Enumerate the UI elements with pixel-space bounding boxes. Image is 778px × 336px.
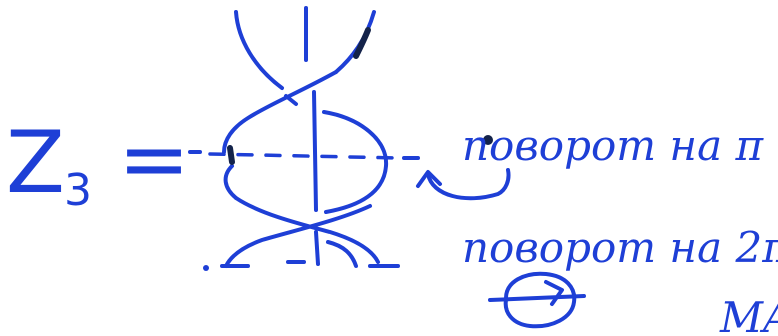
middle-loop-right <box>324 112 386 212</box>
lower-right-hook <box>328 242 356 266</box>
top-right-dark-mark <box>356 30 368 56</box>
central-vertical-strand <box>314 92 316 210</box>
horizontal-dashed-line <box>210 154 400 158</box>
lower-vertical-strand <box>316 232 318 264</box>
corner-fragment: MA <box>719 293 778 336</box>
annotation-rotation-pi: поворот на π <box>462 121 764 170</box>
top-left-strand <box>236 12 282 88</box>
crossing-strand-lower <box>236 198 378 262</box>
annotation-rotation-2pi: поворот на 2π <box>462 223 778 272</box>
equals-sign: = <box>118 109 190 209</box>
top-right-strand <box>336 12 374 72</box>
middle-loop-left <box>226 166 236 198</box>
middle-left-dark-mark <box>230 148 232 162</box>
baseline-dot <box>203 265 209 271</box>
rotation-2pi-arrowhead <box>546 282 562 304</box>
z-symbol: Z <box>6 113 65 213</box>
z-subscript: 3 <box>64 165 92 216</box>
crossing-strand-lower-over <box>226 206 370 266</box>
